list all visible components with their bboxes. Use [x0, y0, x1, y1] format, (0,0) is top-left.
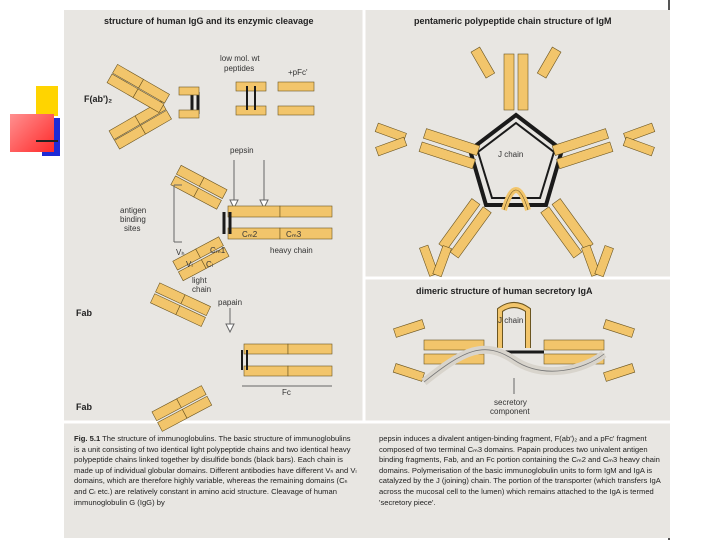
caption-left-text: The structure of immunoglobulins. The ba…	[74, 434, 357, 507]
label-cl: Cₗ	[206, 260, 214, 269]
igg-diagram	[170, 164, 333, 282]
label-vl: Vₗ	[186, 260, 193, 269]
fab2-diagram	[106, 63, 200, 150]
label-peptides: peptides	[224, 64, 255, 73]
label-secretory: secretory	[494, 398, 527, 407]
fc-diagram	[241, 343, 333, 387]
label-j-chain-iga: J chain	[498, 316, 524, 325]
iga-diagram	[392, 302, 636, 394]
label-fab-bottom: Fab	[76, 402, 93, 412]
label-j-chain-igm: J chain	[498, 150, 524, 159]
title-igm: pentameric polypeptide chain structure o…	[414, 16, 612, 26]
label-ch2: Cₘ2	[242, 230, 258, 239]
peptides-diagram	[235, 81, 315, 116]
label-sites: sites	[124, 224, 141, 233]
label-fc: Fc	[282, 388, 291, 397]
fab-top-diagram	[150, 282, 211, 327]
figure-diagram	[64, 10, 670, 432]
label-low-mol-wt: low mol. wt	[220, 54, 260, 63]
caption-right: pepsin induces a divalent antigen-bindin…	[379, 434, 661, 507]
label-pfc: +pFc'	[288, 68, 308, 77]
label-pepsin: pepsin	[230, 146, 254, 155]
label-ch1: Cₘ1	[210, 246, 226, 255]
figure-number: Fig. 5.1	[74, 434, 101, 443]
deco-red-square	[10, 114, 54, 152]
caption-left: Fig. 5.1 The structure of immunoglobulin…	[74, 434, 358, 508]
title-iga: dimeric structure of human secretory IgA	[416, 286, 593, 296]
label-light: light	[192, 276, 207, 285]
label-ch3: Cₘ3	[286, 230, 302, 239]
igm-diagram	[374, 46, 656, 278]
figure: structure of human IgG and its enzymic c…	[64, 10, 670, 538]
label-antigen: antigen	[120, 206, 147, 215]
label-binding: binding	[120, 215, 146, 224]
deco-yellow-square	[36, 86, 58, 116]
label-fab2: F(ab')₂	[84, 94, 113, 104]
label-heavy-chain: heavy chain	[270, 246, 313, 255]
label-vh: Vₕ	[176, 248, 185, 257]
title-igg: structure of human IgG and its enzymic c…	[104, 16, 314, 26]
fab-bottom-diagram	[151, 385, 213, 432]
label-chain: chain	[192, 285, 212, 294]
deco-line	[36, 140, 58, 142]
label-fab-top: Fab	[76, 308, 93, 318]
label-papain: papain	[218, 298, 243, 307]
label-component: component	[490, 407, 530, 416]
